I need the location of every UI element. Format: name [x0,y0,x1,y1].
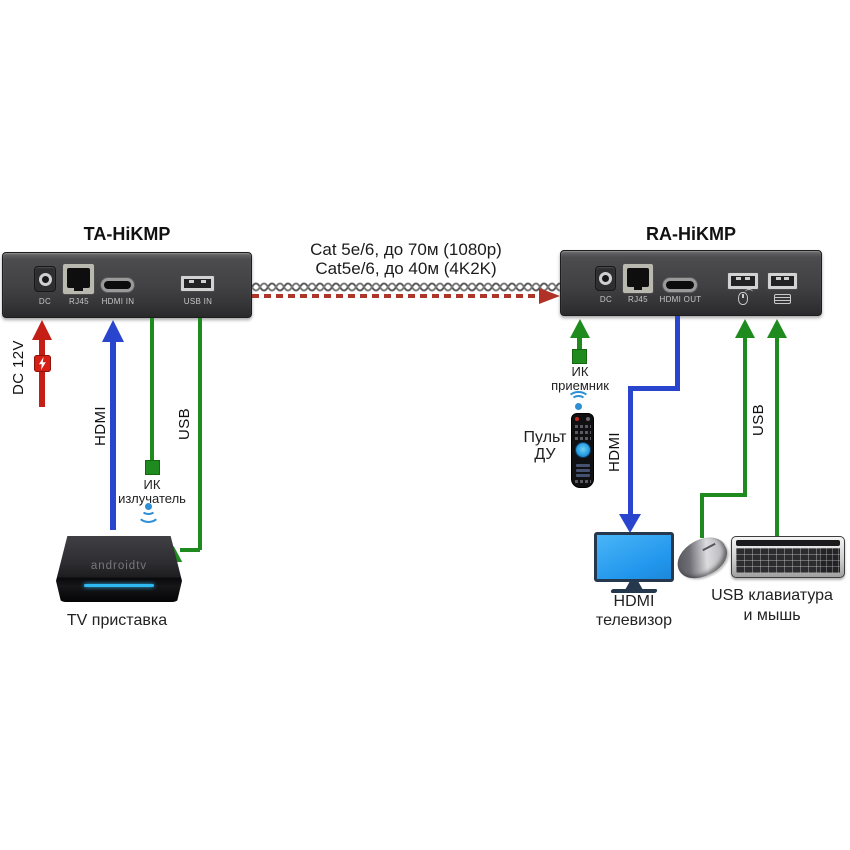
usb-port-mouse [727,272,759,290]
cable-direction-arrowhead [539,288,560,304]
hdmi-tv-screen [594,532,674,582]
receiver-device: DC RJ45 HDMI OUT [560,250,822,316]
usb-keyboard-device [731,536,845,578]
transmitter-title: TA-HiKMP [83,224,171,244]
transmitter-device: DC RJ45 HDMI IN USB IN [2,252,252,318]
hdmi-out-arrowhead [619,514,641,533]
ir-receiver-caption: ИК приемник [551,364,609,393]
hdmi-port-icon [662,277,698,293]
rj45-port-icon [622,263,654,294]
ir-emitter-caption: ИК излучатель [118,477,186,506]
port-label-hdmi-out: HDMI OUT [659,295,702,304]
twisted-pair-cable-icon [252,278,560,304]
tv-stand [625,581,643,590]
keyboard-icon [774,294,791,304]
tv-box-caption: TV приставка [66,612,168,629]
ir-emitter-plug [145,460,160,475]
usb-left-label: USB [176,407,193,441]
usb-keyboard-arrowhead [767,319,787,338]
hdmi-tv-caption: HDMI телевизор [595,593,673,629]
hdmi-out-line-top [675,316,680,388]
ir-emitter-line [150,318,154,461]
dc-port-icon [34,266,56,292]
hdmi-in-line [110,340,116,530]
usb-mouse-arrowhead [735,319,755,338]
hdmi-in-arrowhead [102,320,124,342]
receiver-title: RA-HiKMP [646,224,736,244]
port-label-dc: DC [599,295,613,304]
keyboard-mouse-caption: USB клавиатура и мышь [711,587,833,624]
hdmi-out-line-elbow [628,386,680,391]
dc-power-line [39,339,45,407]
port-label-dc: DC [38,297,52,306]
usb-mouse-line-drop [700,493,704,538]
hdmi-out-line-bottom [628,386,633,516]
remote-dpad [575,442,591,458]
usb-port-icon [180,275,215,292]
androidtv-logo: androidtv [90,560,148,572]
hdmi-port-icon [100,277,135,293]
ir-receiver-arrowhead [570,319,590,338]
cable-spec-line1: Cat 5e/6, до 70м (1080p) [310,240,502,259]
ir-receiver-plug [572,349,587,364]
port-label-usb-in: USB IN [183,297,213,306]
tv-box-led-strip [84,584,154,587]
port-label-hdmi-in: HDMI IN [101,297,135,306]
usb-port-keyboard [767,272,798,290]
usb-mouse-line [743,337,747,495]
cable-spec-line2: Cat5e/6, до 40м (4K2K) [315,259,497,278]
usb-left-line [198,318,202,550]
hdmi-left-label: HDMI [92,406,109,446]
lightning-bolt-icon [34,355,51,372]
remote-caption: Пульт ДУ [523,429,567,463]
ir-receiver-line [577,337,582,350]
hdmi-right-label: HDMI [606,432,623,472]
dc-port-icon [595,266,616,291]
usb-right-label: USB [750,403,767,437]
remote-control [571,413,594,488]
usb-keyboard-line [775,337,779,537]
usb-mouse-device [670,529,734,587]
usb-mouse-line-elbow [700,493,747,497]
rj45-port-icon [62,263,95,295]
tv-set-top-box: androidtv [56,536,182,602]
cable-spec-label: Cat 5e/6, до 70м (1080p) Cat5e/6, до 40м… [252,240,560,278]
port-label-rj45: RJ45 [628,295,648,304]
usb-left-line-elbow [180,548,200,552]
port-label-rj45: RJ45 [69,297,89,306]
dc-power-arrowhead [32,320,52,340]
mouse-icon [738,289,753,305]
dc-power-label: DC 12V [10,340,27,396]
